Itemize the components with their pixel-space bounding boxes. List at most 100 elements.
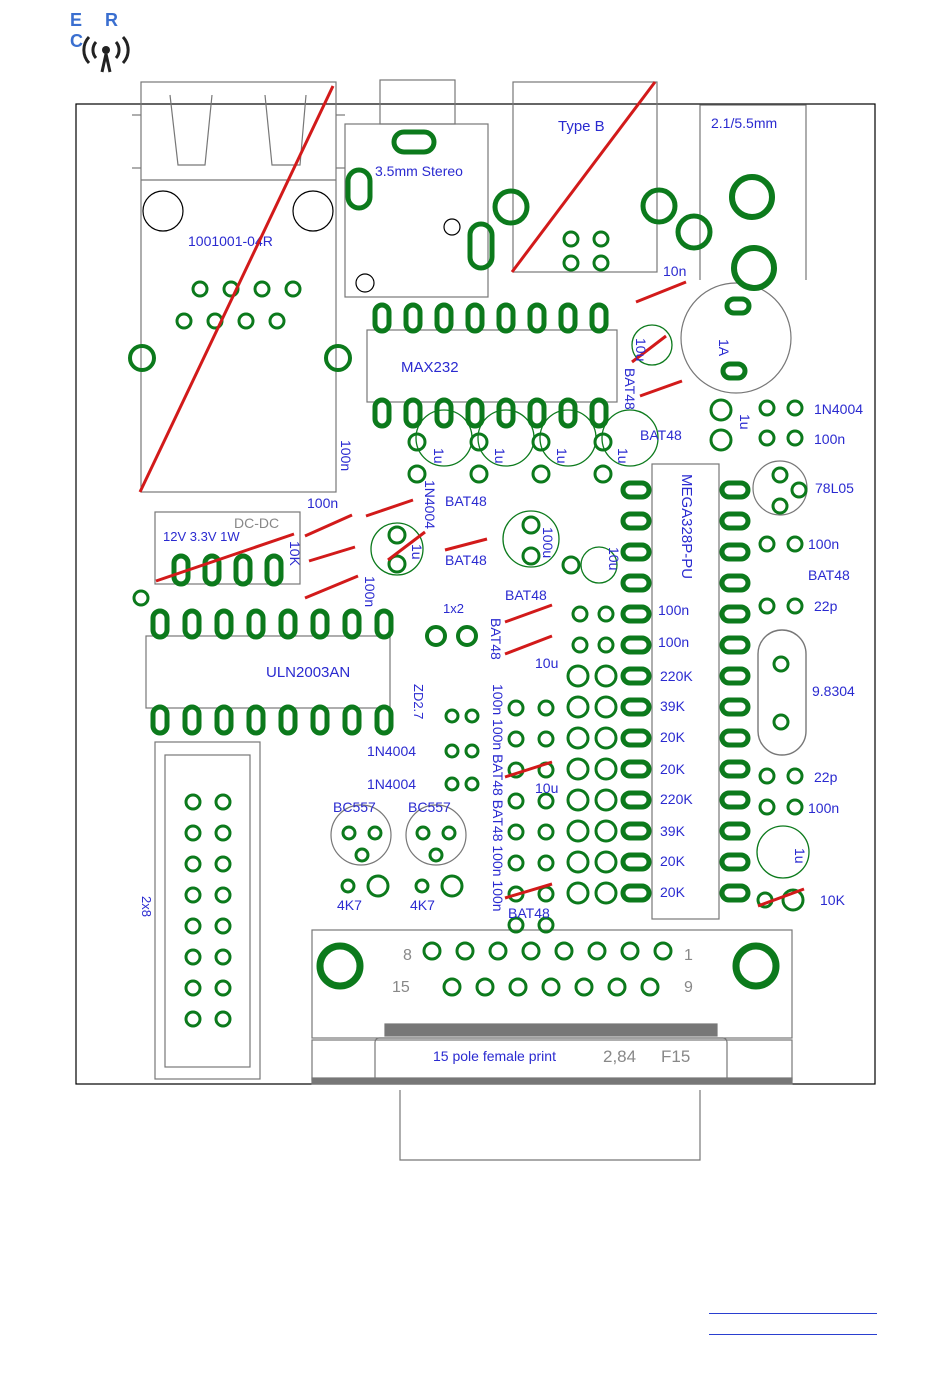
pad: [786, 597, 804, 615]
label-10k-r: 10K: [820, 892, 846, 908]
pad: [253, 280, 271, 298]
pad: [214, 793, 232, 811]
oval-pad: [372, 397, 392, 429]
pad: [414, 878, 430, 894]
pad: [214, 979, 232, 997]
oval-pad: [246, 704, 266, 736]
oval-pad: [150, 608, 170, 640]
label-1u-4: 1u: [615, 448, 631, 464]
label-20k-4: 20K: [660, 884, 686, 900]
label-100u: 100u: [540, 527, 556, 558]
oval-pad: [403, 397, 423, 429]
dsub-note-label: 15 pole female print: [433, 1048, 556, 1064]
oval-pad: [434, 397, 454, 429]
fuse-outline: [680, 282, 792, 394]
pad: [562, 254, 580, 272]
pad: [772, 655, 790, 673]
pad: [594, 788, 618, 812]
oval-pad: [719, 728, 751, 748]
pad: [597, 636, 615, 654]
pad: [191, 280, 209, 298]
pad: [758, 767, 776, 785]
pad: [601, 409, 659, 467]
pad: [508, 977, 528, 997]
pad: [566, 726, 590, 750]
dc-jack-label: 2.1/5.5mm: [711, 115, 777, 131]
label-1n4004-a: 1N4004: [367, 743, 416, 759]
label-1u-mid: 1u: [409, 544, 425, 560]
oval-pad: [719, 852, 751, 872]
label-39k-2: 39K: [660, 823, 686, 839]
cross-out-line: [138, 85, 335, 493]
label-1u-2: 1u: [492, 448, 508, 464]
pad: [464, 708, 480, 724]
oval-pad: [589, 302, 609, 334]
pad: [771, 466, 789, 484]
cross-out-line: [504, 760, 553, 779]
oval-pad: [719, 542, 751, 562]
pad: [758, 535, 776, 553]
label-100n-r2: 100n: [808, 536, 839, 552]
oval-pad: [342, 608, 362, 640]
label-bat48-a: BAT48: [622, 368, 638, 410]
oval-pad: [719, 697, 751, 717]
label-4k7-2: 4K7: [410, 897, 435, 913]
pad: [786, 767, 804, 785]
pad: [444, 708, 460, 724]
oval-pad: [589, 397, 609, 429]
pad: [790, 481, 808, 499]
pad: [521, 515, 541, 535]
label-1u-1: 1u: [431, 448, 447, 464]
pad: [184, 979, 202, 997]
pad: [440, 874, 464, 898]
oval-pad: [374, 608, 394, 640]
pad: [444, 743, 460, 759]
label-1u-r: 1u: [792, 848, 808, 864]
oval-pad: [620, 604, 652, 624]
pad: [592, 254, 610, 272]
transistor-2-outline: [405, 804, 467, 866]
pad: [415, 825, 431, 841]
pad: [444, 776, 460, 792]
oval-pad: [724, 296, 752, 316]
pad: [184, 855, 202, 873]
pad: [492, 188, 530, 226]
oval-pad: [214, 608, 234, 640]
pad: [214, 948, 232, 966]
cross-out-line: [504, 882, 553, 900]
oval-pad: [719, 635, 751, 655]
pad: [507, 792, 525, 810]
jack-label: 3.5mm Stereo: [375, 163, 463, 179]
pad: [367, 825, 383, 841]
oval-pad: [467, 221, 495, 271]
pad: [531, 464, 551, 484]
oval-pad: [372, 302, 392, 334]
cross-out-line: [155, 532, 295, 583]
label-100n-r3: 100n: [808, 800, 839, 816]
pad: [594, 881, 618, 905]
pad: [407, 464, 427, 484]
pad: [607, 977, 627, 997]
oval-pad: [310, 704, 330, 736]
rj45-label: 1001001-04R: [188, 233, 273, 249]
max232-ic: [366, 329, 618, 403]
label-bat48-r: BAT48: [808, 567, 850, 583]
pad: [709, 428, 733, 452]
crystal-outline: [757, 629, 807, 756]
pad: [214, 917, 232, 935]
logo-text: E R C: [70, 10, 128, 51]
pad-layer: [128, 129, 810, 1028]
pad: [566, 664, 590, 688]
pad: [324, 344, 352, 372]
pad: [456, 625, 478, 647]
pad: [425, 625, 447, 647]
label-10u-d: 10u: [535, 780, 558, 796]
pad: [566, 850, 590, 874]
cross-out-line: [757, 887, 805, 908]
pad: [758, 429, 776, 447]
dcdc-module: [154, 511, 301, 585]
max232-label: MAX232: [401, 359, 459, 376]
pad: [786, 798, 804, 816]
pad: [537, 730, 555, 748]
oval-pad: [264, 553, 284, 587]
